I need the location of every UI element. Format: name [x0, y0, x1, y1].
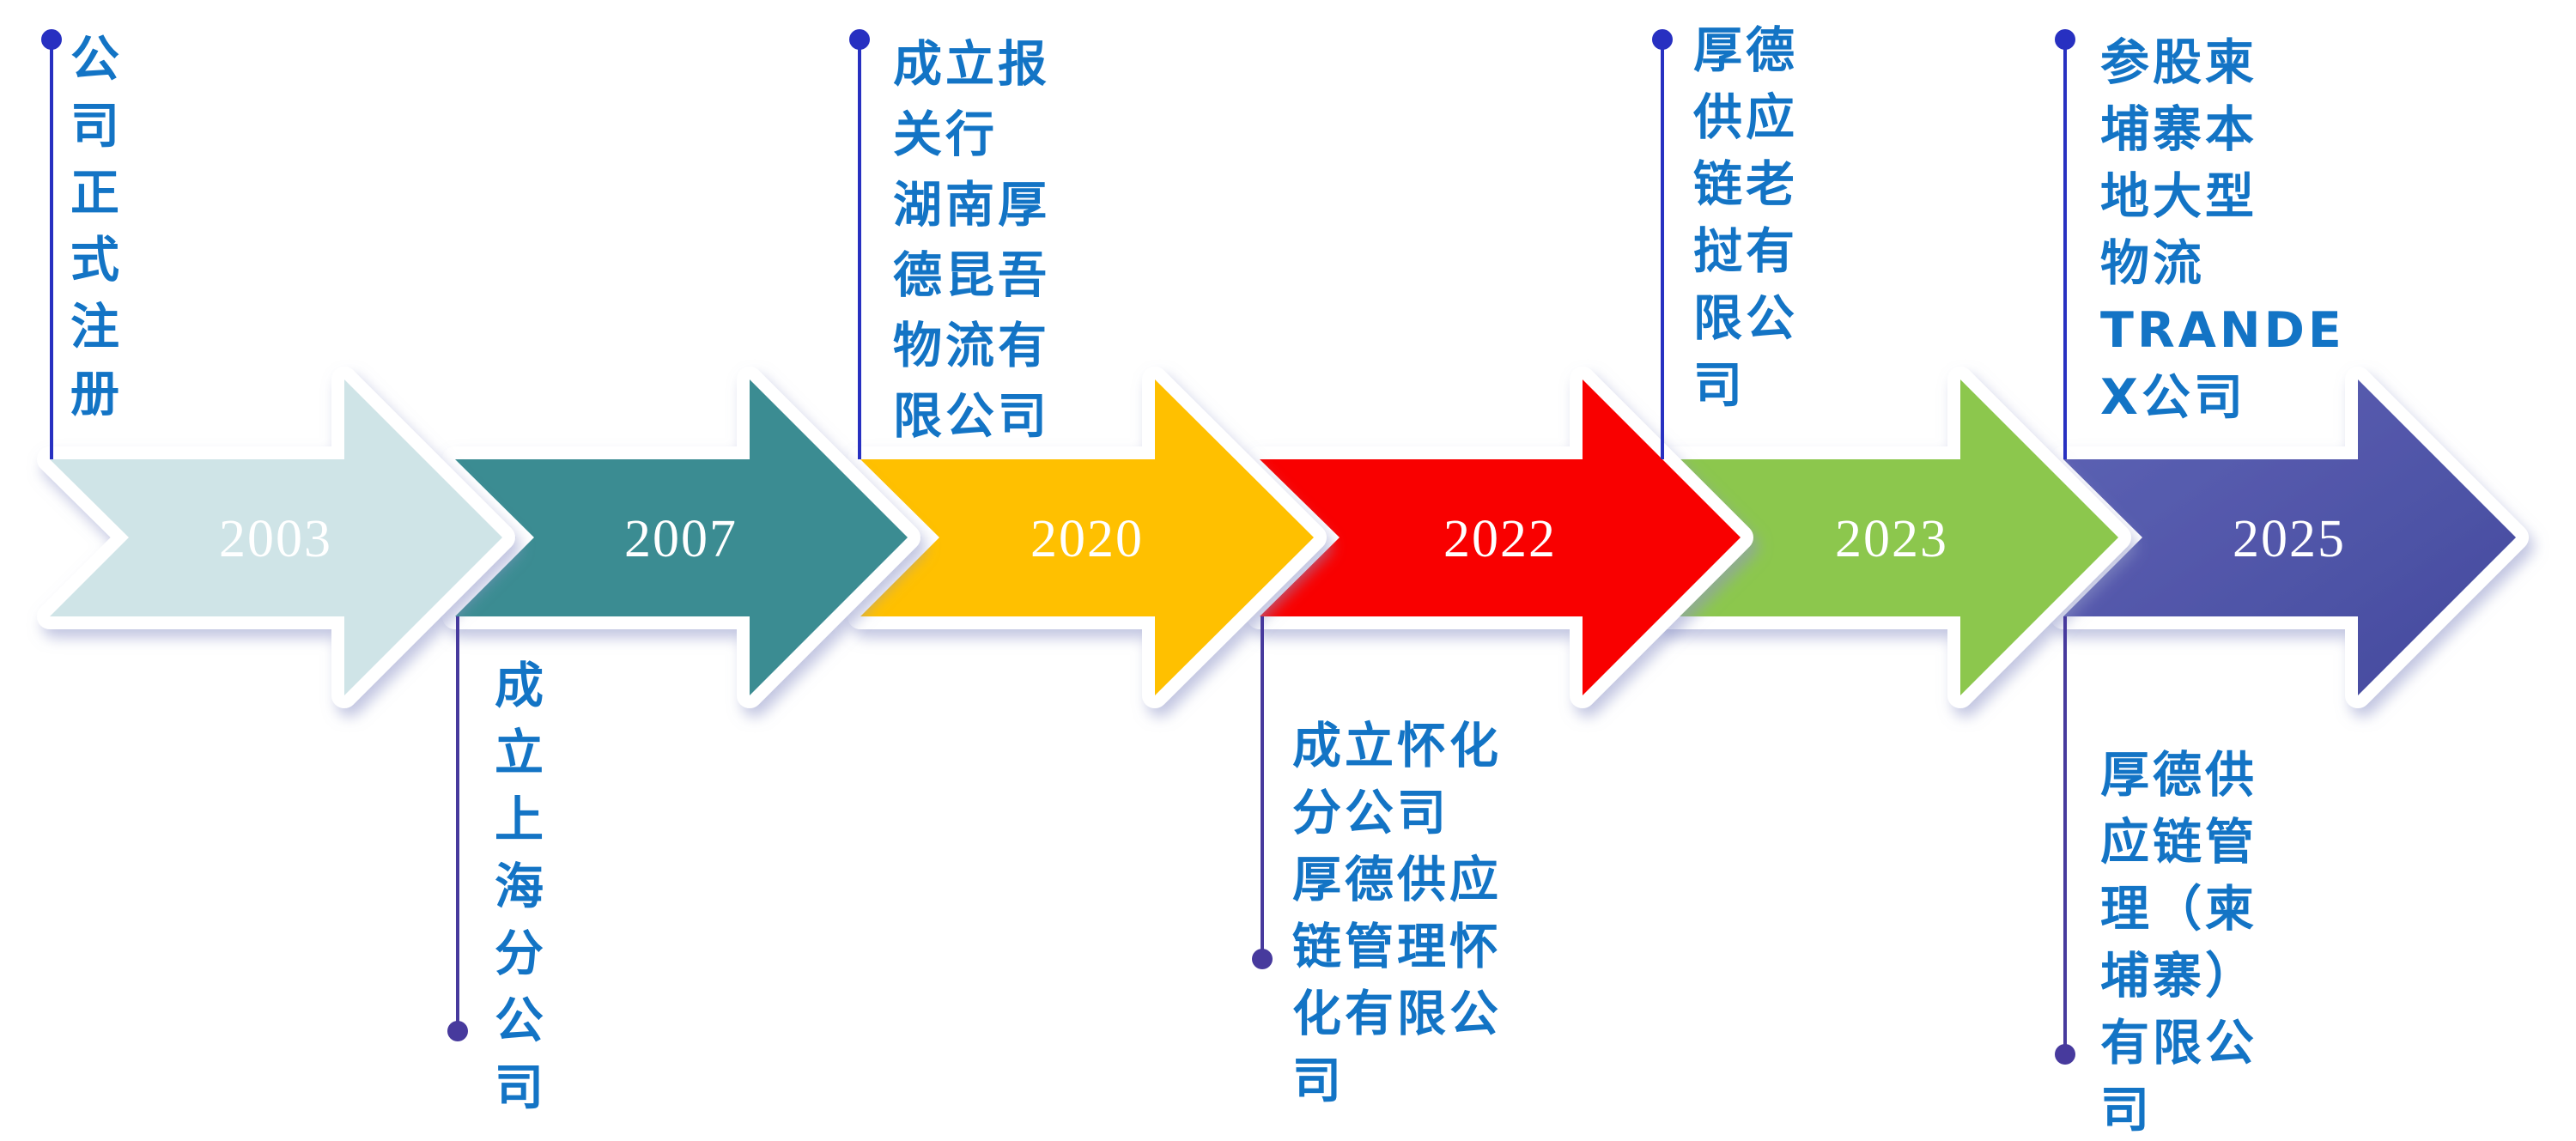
connector-2025-below — [2055, 616, 2075, 1065]
connector-dot — [1652, 29, 1673, 50]
arrow-shape-2022 — [1247, 367, 1753, 708]
milestone-text-2025-above: 参股柬 埔寨本 地大型 物流 TRANDE X公司 — [2100, 34, 2345, 426]
arrow-2003: 2003 — [37, 367, 515, 708]
year-label-2025: 2025 — [2233, 510, 2346, 568]
year-label-2022: 2022 — [1443, 510, 1557, 568]
arrow-shape-2003 — [37, 367, 515, 708]
connector-2025-above — [2055, 29, 2075, 459]
milestone-text-2007-below: 成 立 上 海 分 公 司 — [495, 658, 547, 1116]
year-label-2003: 2003 — [219, 510, 332, 568]
year-label-2020: 2020 — [1030, 510, 1144, 568]
arrow-2022: 2022 — [1247, 367, 1753, 708]
connector-dot — [849, 29, 870, 50]
connector-2003-above — [41, 29, 62, 459]
arrow-shape-2020 — [848, 367, 1327, 708]
milestone-text-2003-above: 公 司 正 式 注 册 — [70, 31, 123, 422]
connector-dot — [2055, 1044, 2075, 1065]
milestone-text-2022-below: 成立怀化 分公司 厚德供应 链管理怀 化有限公 司 — [1292, 718, 1502, 1109]
connector-2020-above — [849, 29, 870, 459]
connector-dot — [1252, 949, 1273, 969]
connector-2023-above — [1652, 29, 1673, 459]
connector-dot — [2055, 29, 2075, 50]
connector-2022-below — [1252, 616, 1273, 969]
year-label-2023: 2023 — [1835, 510, 1948, 568]
year-label-2007: 2007 — [624, 510, 738, 568]
connector-dot — [447, 1021, 468, 1041]
arrow-2020: 2020 — [848, 367, 1327, 708]
milestone-text-2020-above: 成立报 关行 湖南厚 德昆吾 物流有 限公司 — [893, 36, 1050, 445]
milestone-text-2023-above: 厚德 供应 链老 挝有 限公 司 — [1693, 22, 1798, 414]
arrow-shape-2007 — [442, 367, 920, 708]
milestone-text-2025-below: 厚德供 应链管 理（柬 埔寨） 有限公 司 — [2100, 747, 2257, 1138]
arrow-2007: 2007 — [442, 367, 920, 708]
connector-2007-below — [447, 616, 468, 1041]
arrow-shape-2025 — [2050, 367, 2529, 708]
arrow-2025: 2025 — [2050, 367, 2529, 708]
connector-dot — [41, 29, 62, 50]
